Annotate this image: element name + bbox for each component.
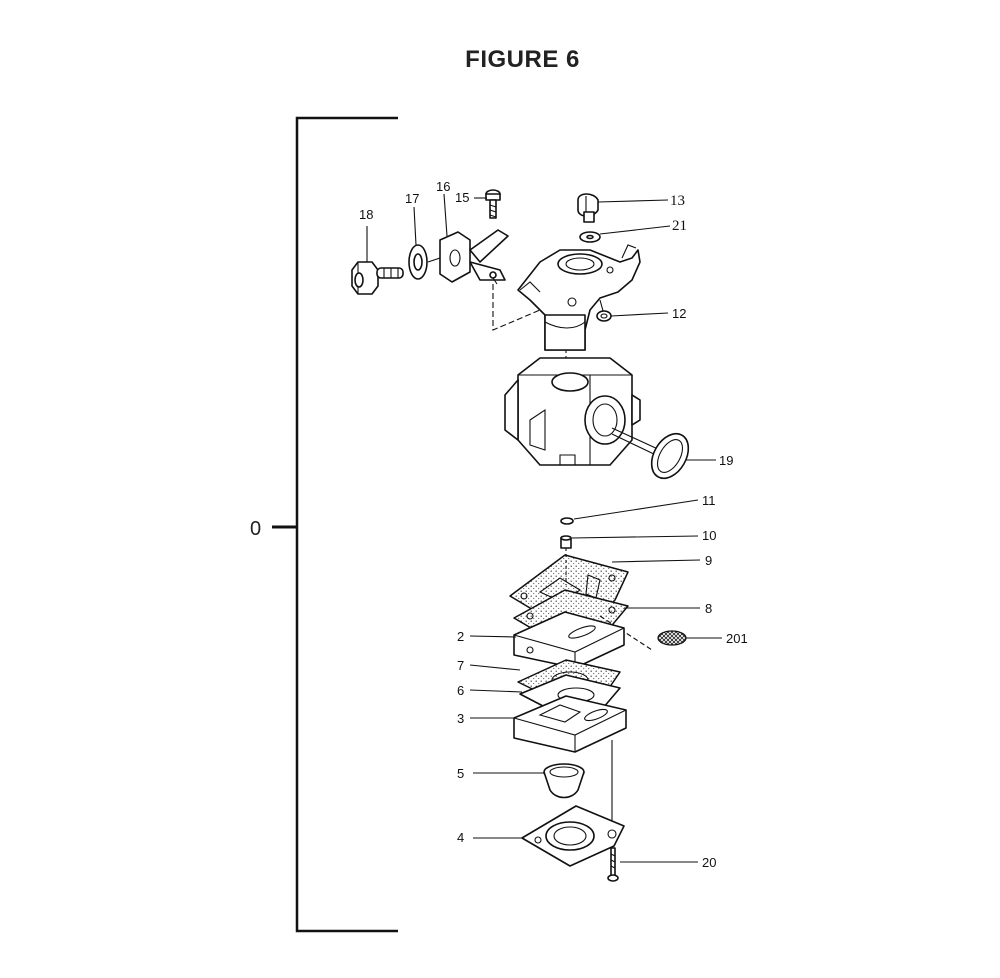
svg-text:16: 16: [436, 179, 450, 194]
svg-text:9: 9: [705, 553, 712, 568]
callout-20: 20: [620, 855, 716, 870]
callout-10: 10: [571, 528, 716, 543]
callout-5: 5: [457, 766, 544, 781]
callout-21: 21: [599, 218, 687, 235]
callout-6: 6: [457, 683, 523, 698]
figure-title: FIGURE 6: [465, 46, 580, 73]
carburetor-body: [504, 357, 661, 466]
callout-16: 16: [436, 179, 450, 237]
callout-18: 18: [359, 207, 373, 262]
svg-text:21: 21: [672, 218, 687, 234]
part-3-cover: [513, 695, 627, 753]
svg-text:3: 3: [457, 711, 464, 726]
callout-201: 201: [686, 631, 748, 646]
callout-2: 2: [457, 629, 517, 644]
callout-9: 9: [611, 553, 712, 568]
callout-7: 7: [457, 658, 521, 673]
svg-text:18: 18: [359, 207, 373, 222]
part-16-lever: [439, 229, 509, 285]
callout-4: 4: [457, 830, 524, 845]
svg-text:6: 6: [457, 683, 464, 698]
callout-8: 8: [624, 601, 712, 616]
callout-15: 15: [455, 190, 487, 205]
part-11-oring: [560, 517, 574, 525]
part-21-washer: [579, 231, 601, 243]
callout-11: 11: [573, 493, 716, 520]
part-4-cover-plate: [521, 805, 625, 867]
part-13-screw: [577, 193, 599, 223]
assembly-number: 0: [250, 518, 261, 540]
callout-3: 3: [457, 711, 516, 726]
assembly-bracket: 0: [250, 116, 398, 933]
throttle-housing: [517, 244, 641, 351]
svg-text:10: 10: [702, 528, 716, 543]
svg-text:5: 5: [457, 766, 464, 781]
part-20-screw: [607, 847, 619, 882]
svg-text:19: 19: [719, 453, 733, 468]
callout-19: 19: [686, 453, 733, 468]
svg-text:12: 12: [672, 306, 686, 321]
part-10-needle: [560, 535, 572, 549]
part-2-pump-body: [513, 611, 625, 669]
part-12-clip: [596, 310, 612, 322]
part-5-cup: [543, 763, 585, 799]
callout-12: 12: [610, 306, 686, 321]
callout-17: 17: [405, 191, 419, 246]
svg-text:2: 2: [457, 629, 464, 644]
part-201-screen: [657, 630, 687, 646]
svg-text:15: 15: [455, 190, 469, 205]
part-15-screw: [485, 189, 501, 219]
part-17-washer: [408, 244, 441, 280]
svg-text:17: 17: [405, 191, 419, 206]
part-19-gasket: [650, 432, 690, 480]
svg-text:8: 8: [705, 601, 712, 616]
svg-text:201: 201: [726, 631, 748, 646]
svg-text:4: 4: [457, 830, 464, 845]
svg-text:20: 20: [702, 855, 716, 870]
svg-text:11: 11: [702, 493, 716, 508]
svg-text:13: 13: [670, 193, 685, 209]
callout-13: 13: [597, 193, 685, 209]
svg-text:7: 7: [457, 658, 464, 673]
part-18-fitting: [351, 261, 404, 295]
